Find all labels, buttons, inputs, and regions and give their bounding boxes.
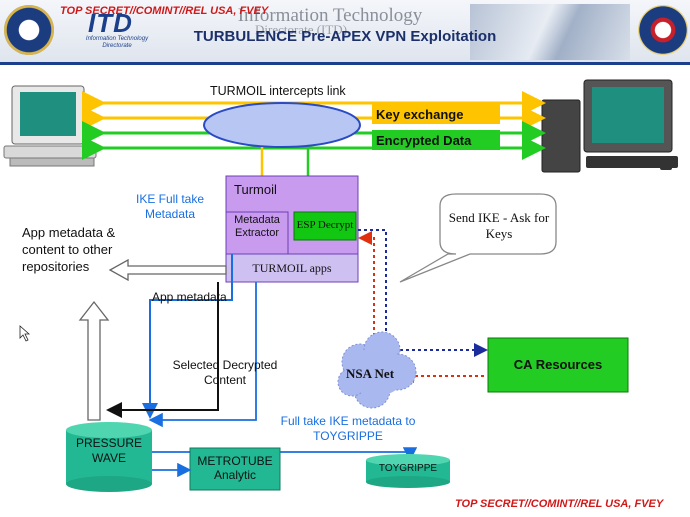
app-metadata-repositories-label: App metadata & content to other reposito… — [22, 225, 116, 274]
ca-resources-box — [487, 337, 629, 393]
metrotube-box — [189, 447, 281, 491]
department-subtitle: Directorate (ITD) — [255, 22, 348, 37]
nsa-seal-icon — [4, 5, 54, 55]
encrypted-data-box — [372, 130, 500, 150]
metadata-extractor-box — [225, 211, 289, 255]
metadata-extractor-label: Metadata Extractor — [234, 214, 280, 239]
pressure-wave-label: PRESSURE WAVE — [75, 436, 143, 465]
repositories-hollow-arrow — [78, 300, 110, 421]
nsa-net-cloud — [337, 331, 417, 409]
right-computer-icon — [541, 79, 678, 173]
decrypted-content-arrow — [106, 282, 219, 418]
classification-banner-bottom: TOP SECRET//COMINT//REL USA, FVEY — [455, 498, 664, 510]
turmoil-apps-box — [225, 253, 359, 283]
buildings-image — [470, 4, 630, 60]
itd-logo: ITD — [88, 8, 133, 38]
mouse-cursor-icon — [19, 325, 31, 342]
header-divider — [0, 62, 690, 65]
turmoil-label: Turmoil — [234, 182, 277, 197]
ca-resources-label: CA Resources — [513, 357, 603, 372]
metadata-to-pressurewave-arrow — [148, 282, 257, 428]
send-ike-label: Send IKE - Ask for Keys — [448, 210, 550, 241]
key-exchange-box — [372, 104, 500, 124]
nsa-net-label: NSA Net — [346, 366, 395, 381]
esp-to-nsanet-dotted — [358, 229, 393, 352]
classification-banner-top: TOP SECRET//COMINT//REL USA, FVEY — [60, 5, 269, 17]
selected-decrypted-label: Selected Decrypted Content — [172, 358, 278, 387]
key-exchange-label: Key exchange — [376, 107, 464, 122]
department-title: Information Technology — [237, 5, 423, 26]
page-title: TURBULENCE Pre-APEX VPN Exploitation — [193, 28, 497, 45]
intercept-label: TURMOIL intercepts link — [210, 84, 346, 98]
app-metadata-hollow-arrow — [108, 258, 227, 282]
full-take-ike-label: Full take IKE metadata to TOYGRIPPE — [280, 414, 416, 443]
metrotube-label: METROTUBE Analytic — [197, 454, 273, 482]
esp-decrypt-label: ESP Decrypt — [296, 219, 354, 231]
ike-metadata-arrow — [142, 254, 233, 419]
turmoil-apps-label: TURMOIL apps — [252, 261, 332, 275]
ike-full-take-label: IKE Full take Metadata — [135, 192, 205, 221]
nsanet-to-esp-dotted — [358, 231, 375, 348]
pressure-wave-cylinder — [66, 422, 152, 492]
itd-logo-subtitle: Information Technology Directorate — [85, 36, 149, 49]
toygrippe-cylinder — [366, 454, 450, 488]
agency-seal-icon — [638, 5, 688, 55]
encrypted-data-label: Encrypted Data — [376, 133, 472, 148]
esp-decrypt-box — [293, 211, 357, 241]
intercept-ellipse — [203, 102, 361, 148]
toygrippe-label: TOYGRIPPE — [378, 463, 438, 474]
left-computer-icon — [3, 85, 97, 167]
speech-bubble — [399, 193, 557, 283]
app-metadata-label: App metadata — [152, 290, 227, 304]
